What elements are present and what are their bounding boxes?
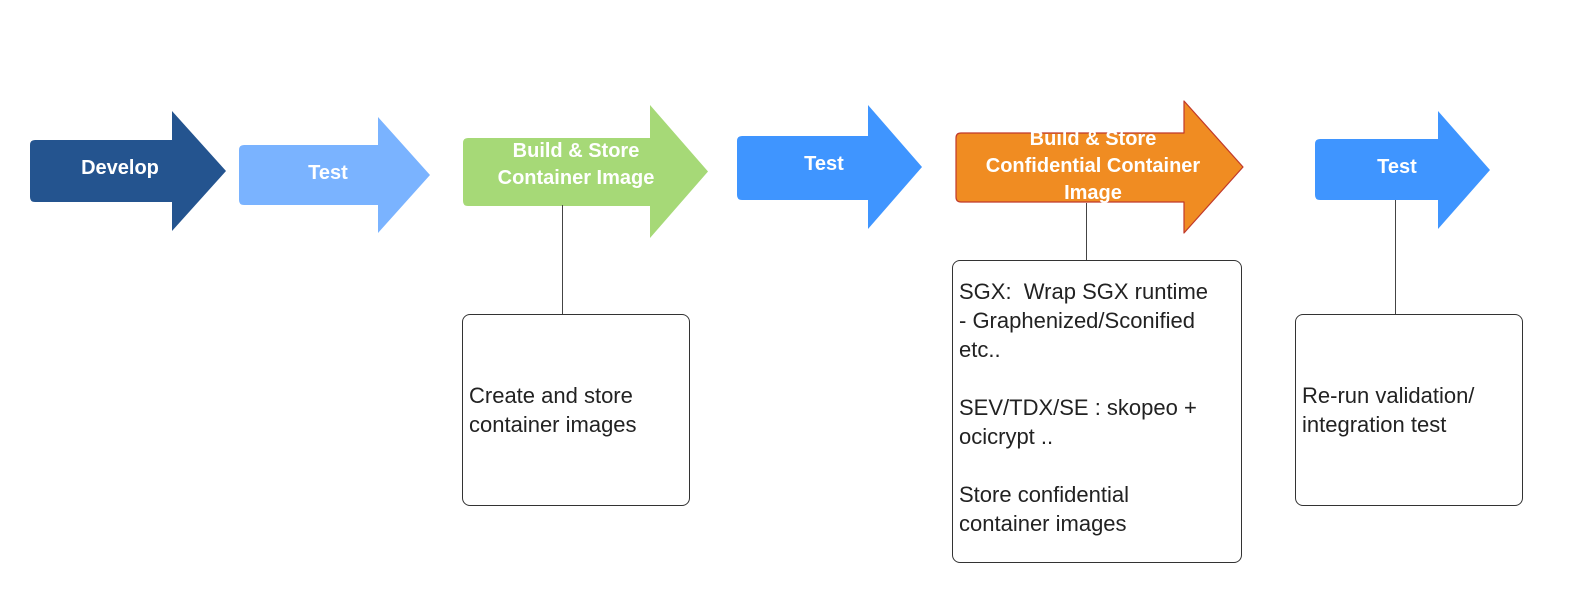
arrow-label-build-store-confidential-line-2: Confidential Container — [986, 155, 1201, 177]
note-paragraph-gap — [959, 451, 1235, 480]
note-sgx-line-3: etc.. — [959, 337, 1001, 362]
arrow-label-test-3-line-1: Test — [1377, 156, 1417, 178]
note-test-final: Re-run validation/ integration test — [1295, 314, 1523, 506]
arrow-label-build-store-confidential-line-1: Build & Store — [1030, 128, 1157, 150]
arrow-label-test-1-line-1: Test — [308, 162, 348, 184]
arrow-test-2 — [737, 105, 922, 229]
note-test-final-line-1: Re-run validation/ — [1302, 383, 1475, 408]
arrow-label-develop-line-1: Develop — [81, 157, 159, 179]
note-build-store-line-1: Create and store — [469, 383, 633, 408]
note-build-store-line-2: container images — [469, 412, 637, 437]
connector-build-store — [562, 205, 563, 315]
arrow-label-build-store-line-1: Build & Store — [513, 140, 640, 162]
note-sgx-line-2: - Graphenized/Sconified — [959, 308, 1196, 333]
note-test-final-line-2: integration test — [1302, 412, 1447, 437]
connector-confidential — [1086, 203, 1087, 261]
arrow-build-store — [463, 105, 708, 238]
note-build-store: Create and store container images — [462, 314, 690, 506]
note-confidential: SGX: Wrap SGX runtime - Graphenized/Scon… — [952, 260, 1242, 563]
arrow-label-build-store-confidential-line-3: Image — [1064, 182, 1122, 204]
note-sev-line-2: ocicrypt .. — [959, 424, 1054, 449]
arrow-label-build-store-line-2: Container Image — [498, 167, 655, 189]
arrow-label-test-2-line-1: Test — [804, 153, 844, 175]
connector-test-final — [1395, 200, 1396, 315]
note-store-line-1: Store confidential — [959, 482, 1129, 507]
arrow-test-1 — [239, 117, 430, 233]
note-store-line-2: container images — [959, 511, 1127, 536]
note-paragraph-gap — [959, 364, 1235, 393]
arrow-develop — [30, 111, 226, 231]
note-sgx-line-1: SGX: Wrap SGX runtime — [959, 279, 1209, 304]
arrow-build-store-confidential — [955, 100, 1244, 234]
note-sev-line-1: SEV/TDX/SE : skopeo + — [959, 395, 1197, 420]
arrow-test-3 — [1315, 111, 1490, 229]
